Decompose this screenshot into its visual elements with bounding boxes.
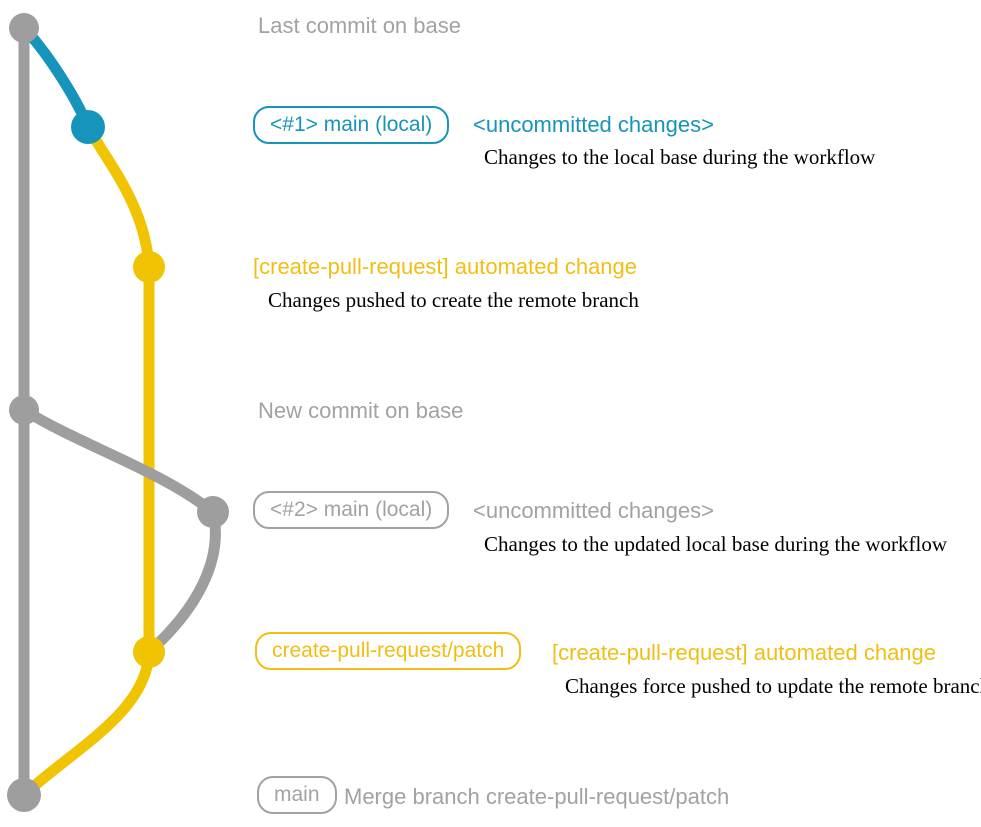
branch-badge-main-local-1: <#1> main (local) bbox=[253, 106, 450, 144]
commit-node-last-base bbox=[9, 13, 39, 43]
branch-badge-main-local-2: <#2> main (local) bbox=[253, 491, 450, 529]
note-merge-branch: Merge branch create-pull-request/patch bbox=[344, 784, 730, 809]
force-push-curve bbox=[145, 510, 221, 657]
detail-updated-local-base-changes: Changes to the updated local base during… bbox=[484, 532, 948, 556]
note-automated-change-2: [create-pull-request] automated change bbox=[552, 640, 937, 665]
commit-node-automated-change-2 bbox=[133, 636, 165, 668]
detail-local-base-changes: Changes to the local base during the wor… bbox=[484, 145, 876, 169]
commit-node-merge bbox=[7, 778, 41, 812]
label-last-commit-on-base: Last commit on base bbox=[258, 13, 461, 38]
commit-node-automated-change-1 bbox=[133, 251, 165, 283]
commit-node-2-main-local bbox=[197, 496, 229, 528]
local-main-branch-curve bbox=[19, 24, 94, 130]
merge-curve bbox=[20, 651, 155, 800]
note-uncommitted-changes-1: <uncommitted changes> bbox=[473, 112, 714, 137]
commit-node-1-main-local bbox=[71, 110, 105, 144]
note-automated-change-1: [create-pull-request] automated change bbox=[253, 254, 638, 279]
note-uncommitted-changes-2: <uncommitted changes> bbox=[473, 498, 714, 523]
label-new-commit-on-base: New commit on base bbox=[258, 398, 464, 423]
commit-node-new-base bbox=[9, 395, 39, 425]
branch-badge-create-pull-request-patch: create-pull-request/patch bbox=[255, 632, 522, 670]
detail-changes-pushed: Changes pushed to create the remote bran… bbox=[268, 288, 639, 312]
detail-changes-force-pushed: Changes force pushed to update the remot… bbox=[565, 674, 981, 698]
commit-graph bbox=[7, 13, 229, 812]
branch-badge-main: main bbox=[257, 776, 337, 814]
patch-branch-create-curve bbox=[83, 124, 155, 268]
base-update-curve bbox=[21, 405, 217, 517]
